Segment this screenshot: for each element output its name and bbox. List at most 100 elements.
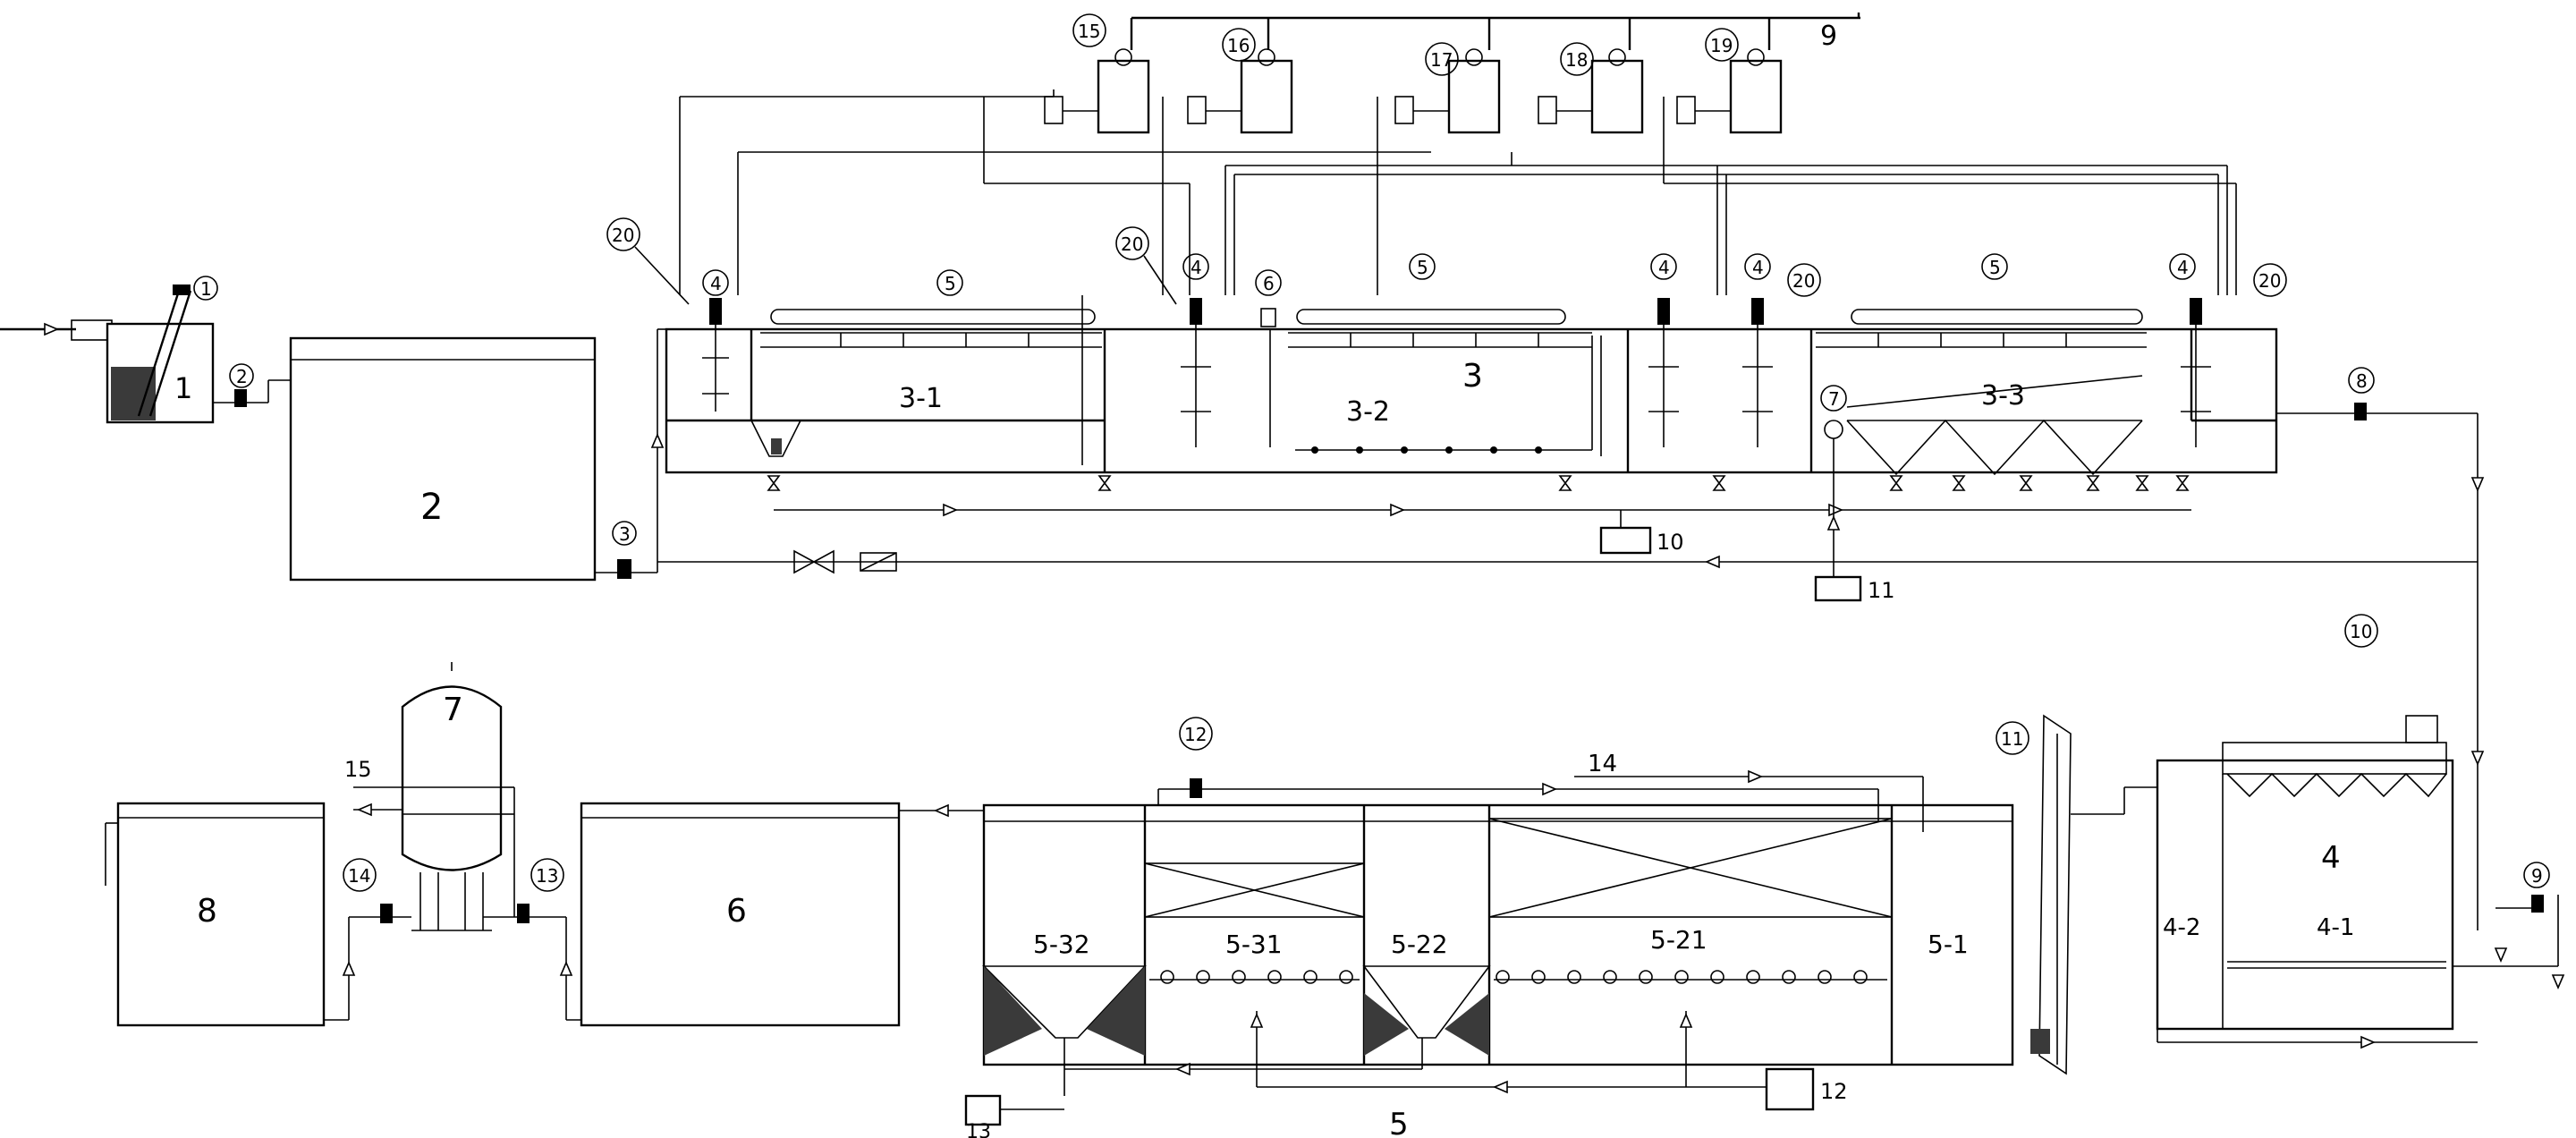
pipe-14-label: 14 [1588,751,1617,777]
marker-15-text: 15 [1078,21,1100,42]
box-12-label: 12 [1820,1079,1848,1104]
marker-1-text: 1 [200,278,212,300]
unit-6-tank: 6 [580,802,901,1027]
unit-5-31-label: 5-31 [1225,930,1283,959]
marker-15: 15 [1072,13,1106,47]
dosing-tank-15 [1044,48,1150,134]
marker-20a-text: 20 [612,225,634,246]
marker-4d: 4 [1744,253,1771,280]
marker-19-text: 19 [1710,35,1733,56]
marker-4c: 4 [1650,253,1677,280]
marker-5a-text: 5 [945,273,956,294]
level-meter-6 [1260,308,1276,327]
unit-11-filter-belt [2030,714,2072,1075]
marker-5a: 5 [936,269,963,296]
marker-2-text: 2 [236,366,248,387]
marker-8: 8 [2348,367,2375,394]
pump-14 [380,904,393,923]
skimmer-3-2 [1288,309,1592,348]
marker-10: 10 [2344,614,2378,648]
marker-16: 16 [1222,28,1256,62]
unit-4-flotation: 4 4-1 4-2 [2156,715,2454,1031]
marker-5b: 5 [1409,253,1436,280]
marker-13: 13 [530,858,564,892]
marker-4a: 4 [702,269,729,296]
marker-16-text: 16 [1227,35,1250,56]
marker-4e-text: 4 [2177,257,2189,278]
unit-7-pressure-filter: 7 15 [344,662,515,931]
unit-3-label: 3 [1462,358,1483,395]
box-11 [1814,575,1862,602]
marker-6-text: 6 [1263,273,1275,294]
marker-20c: 20 [1787,263,1821,297]
skimmer-3-3 [1816,309,2147,348]
marker-4b: 4 [1182,253,1209,280]
marker-4e: 4 [2169,253,2196,280]
box-13 [964,1094,1002,1126]
marker-12-text: 12 [1184,724,1207,745]
marker-9-text: 9 [2531,865,2543,887]
unit-4-2-label: 4-2 [2163,914,2200,941]
pump-9 [2531,895,2544,913]
unit-5-1-label: 5-1 [1928,930,1969,959]
unit-3-reactor: 3-1 3-2 3 3-3 [665,327,2278,476]
dosing-manifold: 9 [679,13,2237,295]
marker-7-text: 7 [1828,388,1840,410]
pipe-15-label: 15 [344,757,372,782]
marker-20d: 20 [2253,263,2287,297]
unit-3-1-label: 3-1 [899,383,943,414]
dosing-tank-17 [1394,48,1501,134]
unit-1-screen-tank: 1 [0,284,215,424]
marker-13-text: 13 [536,865,558,887]
box-10 [1599,526,1652,555]
marker-9: 9 [2523,862,2550,888]
drain-valves [767,475,2190,491]
pipe-9-label: 9 [1820,21,1837,52]
unit-3-2-label: 3-2 [1346,396,1390,428]
marker-4a-text: 4 [710,273,722,294]
marker-2: 2 [229,363,254,388]
unit-5-21-label: 5-21 [1650,925,1707,955]
marker-4c-text: 4 [1658,257,1670,278]
marker-20c-text: 20 [1792,270,1815,292]
unit-5-22-label: 5-22 [1391,930,1448,959]
marker-7: 7 [1820,385,1847,412]
pump-8 [2354,403,2367,420]
dosing-tank-16 [1187,48,1293,134]
unit-2-label: 2 [420,487,443,528]
unit-8-label: 8 [197,893,217,930]
marker-11-text: 11 [2001,728,2023,750]
unit-7-label: 7 [443,692,463,728]
marker-19: 19 [1705,28,1739,62]
marker-20a: 20 [606,217,640,251]
marker-11: 11 [1996,721,2029,755]
return-valves [793,549,897,574]
pump-2 [234,389,247,407]
box-10-label: 10 [1657,530,1684,555]
unit-4-label: 4 [2321,840,2341,876]
marker-4d-text: 4 [1752,257,1764,278]
marker-18-text: 18 [1565,49,1588,71]
dosing-tank-18 [1538,48,1644,134]
marker-20b-text: 20 [1121,234,1143,255]
dosing-tank-19 [1676,48,1783,134]
unit-5-label: 5 [1389,1107,1409,1138]
marker-1: 1 [193,276,218,301]
unit-8-clear-water-tank: 8 [116,802,326,1027]
unit-4-1-label: 4-1 [2317,914,2354,941]
marker-3: 3 [612,521,637,546]
marker-18: 18 [1560,42,1594,76]
marker-6: 6 [1255,269,1282,296]
mixers [702,298,2211,447]
unit-6-label: 6 [726,893,747,930]
pump-13 [517,904,530,923]
unit-1-label: 1 [174,371,192,405]
marker-8-text: 8 [2356,370,2368,392]
box-11-label: 11 [1868,578,1895,603]
box-12 [1765,1067,1815,1111]
marker-4b-text: 4 [1191,257,1202,278]
box-13-label: 13 [966,1121,991,1138]
marker-14: 14 [343,858,377,892]
marker-17-text: 17 [1430,49,1453,71]
